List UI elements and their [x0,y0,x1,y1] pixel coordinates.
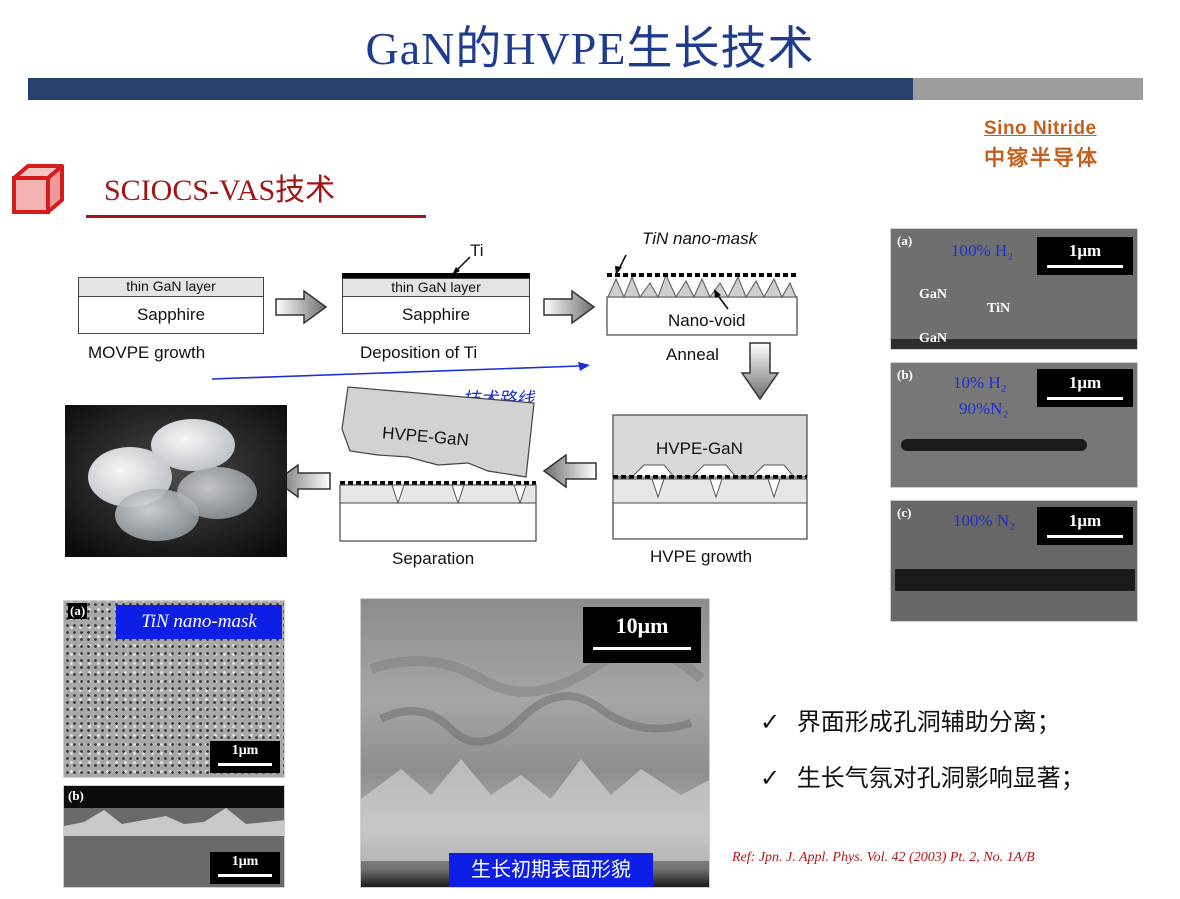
arrow-step-4 [542,453,597,489]
sem-right-b-condition-2: 90%N₂ [959,399,1009,418]
sem-right-c-scalebar: 1μm [1037,507,1133,545]
sem-right-b-scale-line [1047,397,1123,400]
ti-label: Ti [470,241,484,260]
sem-right-c-condition: 100% N₂ [953,511,1016,530]
arrow-step-2 [543,289,596,325]
logo-english: Sino Nitride [984,118,1097,139]
route-arrow [211,362,590,380]
sem-center-scalebar: 10μm [583,607,701,663]
sem-right-c-scale-label: 1μm [1068,511,1102,530]
check-icon: ✓ [760,709,781,736]
movpe-gan-label: thin GaN layer [126,278,216,294]
section-underline [86,215,426,218]
sem-right-b-tag: (b) [897,367,913,382]
sem-right-a-gan-top: GaN [919,287,947,302]
sem-center-scale-line [593,647,691,650]
sem-right-c-void [895,569,1135,591]
title-bar-blue [28,78,913,100]
wafer-photo [65,405,287,557]
arrow-step-1 [275,289,328,325]
sem-right-a: (a) 100% H₂ 1μm GaN TiN GaN [890,228,1138,350]
sem-bottom-left-a-scalebar: 1μm [210,741,280,773]
deposition-caption: Deposition of Ti [360,343,478,362]
movpe-gan-layer: thin GaN layer [78,277,264,297]
arrow-step-5 [274,463,331,499]
sem-right-b-void [901,439,1087,451]
deposition-sapphire-label: Sapphire [401,305,471,324]
sem-center: 10μm 生长初期表面形貌 [360,598,710,888]
cube-icon [12,164,64,214]
sem-bottom-left-b-scalebar: 1μm [210,852,280,884]
ti-layer [342,273,530,278]
sem-right-c-scale-line [1047,535,1123,538]
process-diagram: thin GaN layer Sapphire MOVPE growth thi… [60,225,820,575]
sem-bottom-left-b-scale-line [218,874,272,877]
bullet-2: ✓ 生长气氛对孔洞影响显著； [760,758,1085,793]
sem-right-a-condition: 100% H₂ [951,241,1014,260]
sem-bottom-left-b: (b) 1μm [63,785,285,888]
sem-right-c-tag: (c) [897,505,912,520]
bullet-1-text: 界面形成孔洞辅助分离； [796,709,1061,736]
sem-bottom-left-a-tag: (a) [68,603,88,619]
sem-bottom-left-b-tag: (b) [68,788,84,803]
hvpe-growth-caption: HVPE growth [650,547,753,566]
sem-bottom-left-b-top [64,786,284,808]
sem-right-a-tag: (a) [897,233,913,248]
hvpe-growth-structure [612,414,808,540]
sem-bottom-left-b-profile [64,808,284,836]
sem-right-b-condition-1: 10% H₂ [953,373,1007,392]
bullet-2-text: 生长气氛对孔洞影响显著； [796,765,1085,792]
tin-mask-label: TiN nano-mask [642,229,758,248]
reference-citation: Ref: Jpn. J. Appl. Phys. Vol. 42 (2003) … [732,850,1035,865]
deposition-sapphire: Sapphire [342,296,530,334]
section-title: SCIOCS-VAS技术 [104,174,336,207]
sem-right-a-gan-bottom: GaN [919,331,947,346]
sem-center-caption: 生长初期表面形貌 [449,853,653,887]
sem-bottom-left-b-scale-label: 1μm [231,854,259,869]
sem-center-scale-label: 10μm [615,613,669,638]
anneal-structure [606,254,798,336]
movpe-caption: MOVPE growth [88,343,206,362]
sem-right-b: (b) 10% H₂ 90%N₂ 1μm [890,362,1138,488]
movpe-sapphire-label: Sapphire [136,305,206,324]
sem-right-a-scale-line [1047,265,1123,268]
movpe-sapphire: Sapphire [78,296,264,334]
sem-right-b-scalebar: 1μm [1037,369,1133,407]
nano-void-label: Nano-void [668,311,746,330]
hvpe-growth-film-label: HVPE-GaN [656,439,743,458]
separation-structure [339,386,537,542]
logo-chinese: 中镓半导体 [984,147,1099,170]
deposition-gan-label: thin GaN layer [391,279,481,295]
sem-right-a-tin: TiN [987,301,1011,316]
sem-center-texture [361,646,709,861]
check-icon: ✓ [760,765,781,792]
slide-title: GaN的HVPE生长技术 [365,23,815,74]
title-bar-gray [913,78,1143,100]
bullet-1: ✓ 界面形成孔洞辅助分离； [760,702,1061,737]
sem-right-a-scalebar: 1μm [1037,237,1133,275]
sem-right-a-scale-label: 1μm [1068,241,1102,260]
sem-bottom-left-a-scale-line [218,763,272,766]
separation-caption: Separation [392,549,475,568]
ti-pointer [452,256,471,275]
sem-bottom-left-a-scale-label: 1μm [231,743,259,758]
arrow-step-3 [740,342,780,401]
sem-right-a-dark-band [891,339,1137,349]
sem-right-c: (c) 100% N₂ 1μm [890,500,1138,622]
sem-right-b-scale-label: 1μm [1068,373,1102,392]
sem-bottom-left-a: (a) TiN nano-mask 1μm [63,600,285,778]
anneal-caption: Anneal [666,345,719,364]
sem-bottom-left-a-label: TiN nano-mask [116,605,282,639]
deposition-gan-layer: thin GaN layer [342,278,530,297]
